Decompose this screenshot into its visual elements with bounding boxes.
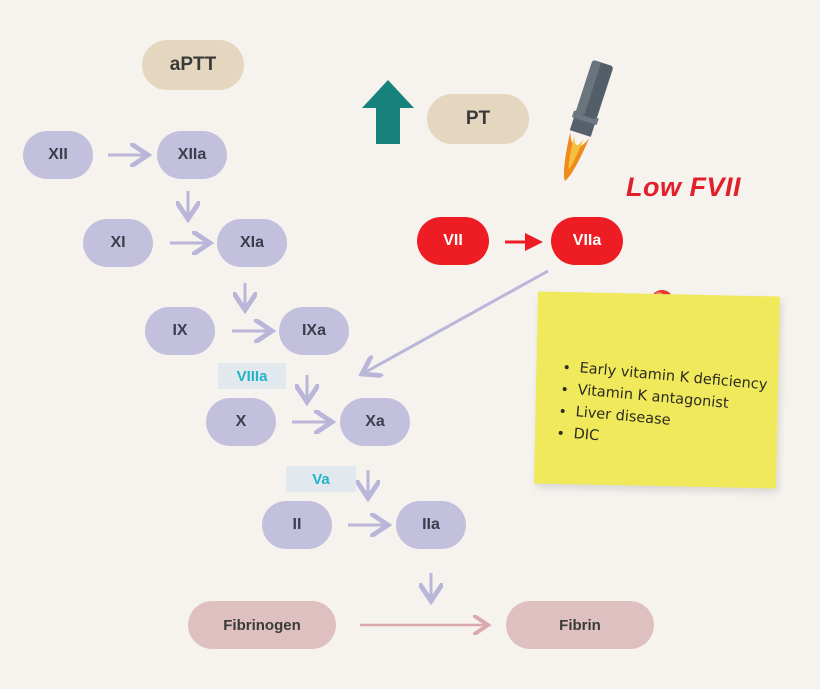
- factor-x: X: [206, 398, 276, 446]
- factor-ii: II: [262, 501, 332, 549]
- factor-iia: IIa: [396, 501, 466, 549]
- factor-ix: IX: [145, 307, 215, 355]
- pt-label: PT: [427, 94, 529, 144]
- pen-icon: [563, 60, 613, 182]
- fibrin-node: Fibrin: [506, 601, 654, 649]
- cofactor-va: Va: [286, 466, 356, 492]
- factor-xi: XI: [83, 219, 153, 267]
- sticky-note: Early vitamin K deficiency Vitamin K ant…: [534, 291, 780, 489]
- aptt-label: aPTT: [142, 40, 244, 90]
- factor-xia: XIa: [217, 219, 287, 267]
- factor-vii: VII: [417, 217, 489, 265]
- factor-xiia: XIIa: [157, 131, 227, 179]
- fibrinogen-node: Fibrinogen: [188, 601, 336, 649]
- causes-list: Early vitamin K deficiency Vitamin K ant…: [559, 356, 769, 462]
- factor-xa: Xa: [340, 398, 410, 446]
- factor-ixa: IXa: [279, 307, 349, 355]
- factor-viia: VIIa: [551, 217, 623, 265]
- up-arrow-icon: [362, 80, 414, 144]
- cofactor-viiia: VIIIa: [218, 363, 286, 389]
- low-fvii-annotation: Low FVII: [626, 172, 741, 202]
- arrow-viia-to-xa: [362, 269, 549, 374]
- factor-xii: XII: [23, 131, 93, 179]
